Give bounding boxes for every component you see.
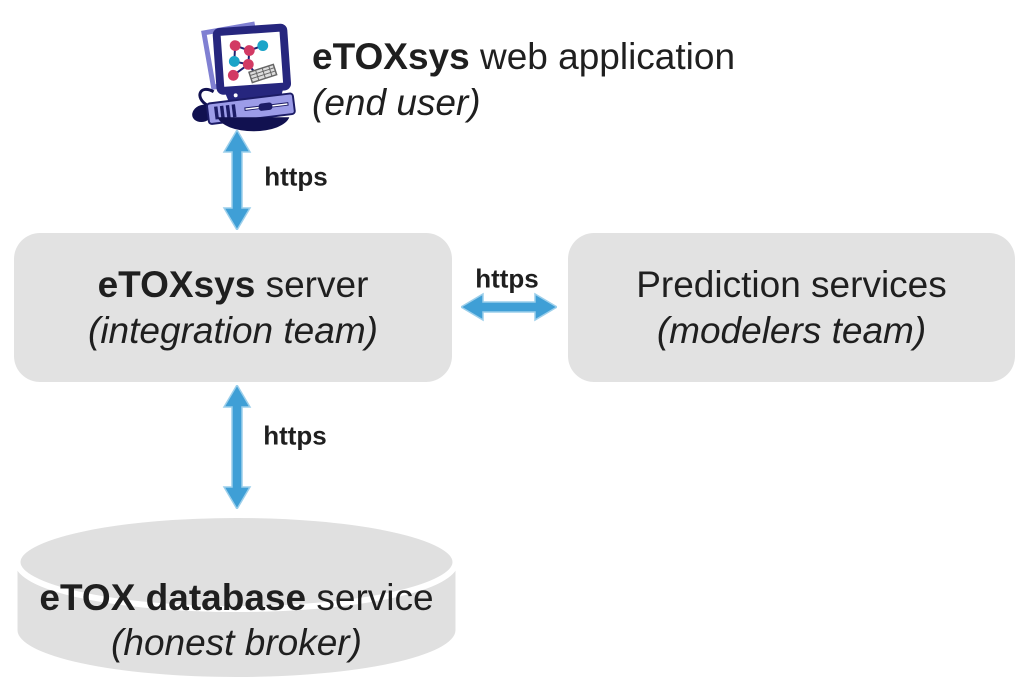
web-app-title-rest: web application: [469, 36, 736, 77]
arrow-server-database: [222, 385, 252, 509]
database-cylinder: [15, 512, 458, 677]
server-subtitle: (integration team): [88, 310, 378, 351]
double-arrow-glyph: [461, 292, 557, 322]
workstation-computer-icon: [192, 21, 296, 132]
web-app-title: eTOXsys web application: [312, 34, 735, 80]
server-title: eTOXsys server: [98, 262, 369, 308]
https-label-webapp-server: https: [264, 161, 328, 192]
keyboard-icon: [248, 63, 278, 84]
web-app-label: eTOXsys web application (end user): [312, 34, 735, 126]
arrow-server-prediction: [461, 292, 557, 322]
https-label-server-database: https: [263, 420, 327, 451]
database-subtitle: (honest broker): [111, 622, 362, 663]
prediction-title: Prediction services: [636, 264, 947, 305]
double-arrow-glyph: [222, 385, 252, 509]
system-unit-icon: [206, 92, 296, 125]
database-title: eTOX database service: [15, 575, 458, 620]
database-title-rest: service: [306, 577, 434, 618]
web-app-subtitle: (end user): [312, 82, 481, 123]
web-app-title-bold: eTOXsys: [312, 36, 470, 77]
monitor-icon: [212, 23, 292, 101]
arrow-webapp-server: [222, 130, 252, 230]
prediction-subtitle: (modelers team): [656, 310, 927, 351]
database-node-label: eTOX database service (honest broker): [15, 575, 458, 665]
mouse-cable: [198, 87, 215, 107]
https-label-server-prediction: https: [475, 263, 539, 294]
prediction-node: Prediction services (modelers team): [568, 233, 1015, 382]
cylinder-top: [15, 512, 458, 612]
server-title-rest: server: [255, 264, 369, 305]
server-node: eTOXsys server (integration team): [14, 233, 452, 382]
database-title-bold: eTOX database: [39, 577, 307, 618]
double-arrow-glyph: [222, 130, 252, 230]
server-title-bold: eTOXsys: [97, 264, 256, 305]
base-dish: [217, 117, 290, 132]
molecule-atoms: [227, 40, 269, 81]
